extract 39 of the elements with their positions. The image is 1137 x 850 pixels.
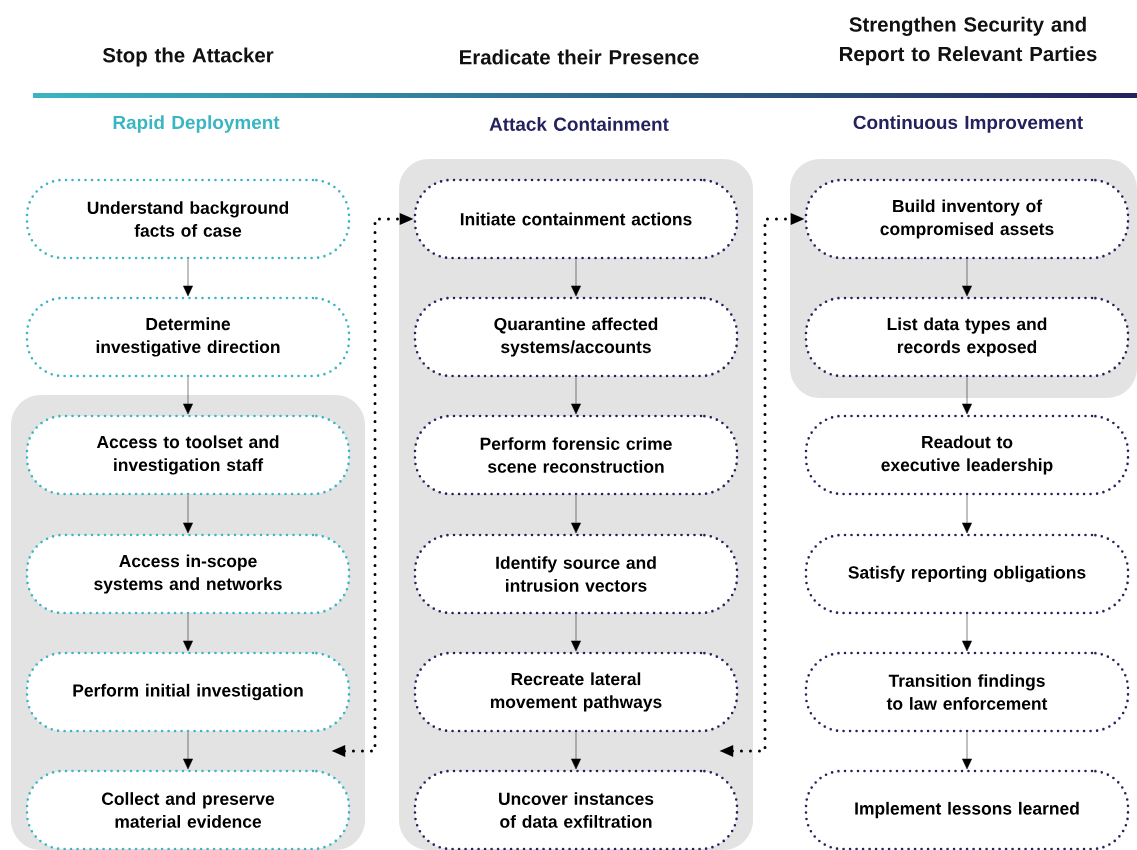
step-box: Determine investigative direction — [25, 296, 351, 378]
arrow — [962, 377, 972, 415]
step-box: Identify source and intrusion vectors — [413, 533, 739, 615]
arrow — [571, 495, 581, 534]
step-box: Build inventory of compromised assets — [804, 178, 1130, 260]
arrow — [571, 377, 581, 415]
step-box: Uncover instances of data exfiltration — [413, 769, 739, 850]
step-box: Collect and preserve material evidence — [25, 769, 351, 850]
arrow — [571, 732, 581, 770]
arrow — [962, 495, 972, 534]
step-box: Recreate lateral movement pathways — [413, 651, 739, 733]
phase-heading: Attack Containment — [489, 117, 669, 131]
step-box: Access in-scope systems and networks — [25, 533, 351, 615]
step-box: List data types and records exposed — [804, 296, 1130, 378]
arrow — [183, 614, 193, 652]
step-box: Readout to executive leadership — [804, 414, 1130, 496]
step-box: Access to toolset and investigation staff — [25, 414, 351, 496]
step-box: Quarantine affected systems/accounts — [413, 296, 739, 378]
arrow — [183, 259, 193, 297]
arrow — [183, 732, 193, 770]
arrow — [571, 259, 581, 297]
step-box: Understand background facts of case — [25, 178, 351, 260]
arrow — [962, 259, 972, 297]
step-box: Initiate containment actions — [413, 178, 739, 260]
column-heading: Stop the Attacker — [102, 47, 274, 67]
arrow — [962, 732, 972, 770]
arrow — [183, 495, 193, 534]
step-box: Perform initial investigation — [25, 651, 351, 733]
column-heading: Eradicate their Presence — [460, 49, 699, 65]
column-heading: Strengthen Security and Report to Relevant Parties — [840, 16, 1097, 66]
step-box: Perform forensic crime scene reconstruction — [413, 414, 739, 496]
arrow — [571, 614, 581, 652]
step-box: Implement lessons learned — [804, 769, 1130, 850]
step-box: Transition findings to law enforcement — [804, 651, 1130, 733]
arrow — [962, 614, 972, 652]
step-box: Satisfy reporting obligations — [804, 533, 1130, 615]
phase-heading: Continuous Improvement — [853, 115, 1083, 133]
phase-heading: Rapid Deployment — [113, 115, 280, 133]
arrow — [183, 377, 193, 415]
